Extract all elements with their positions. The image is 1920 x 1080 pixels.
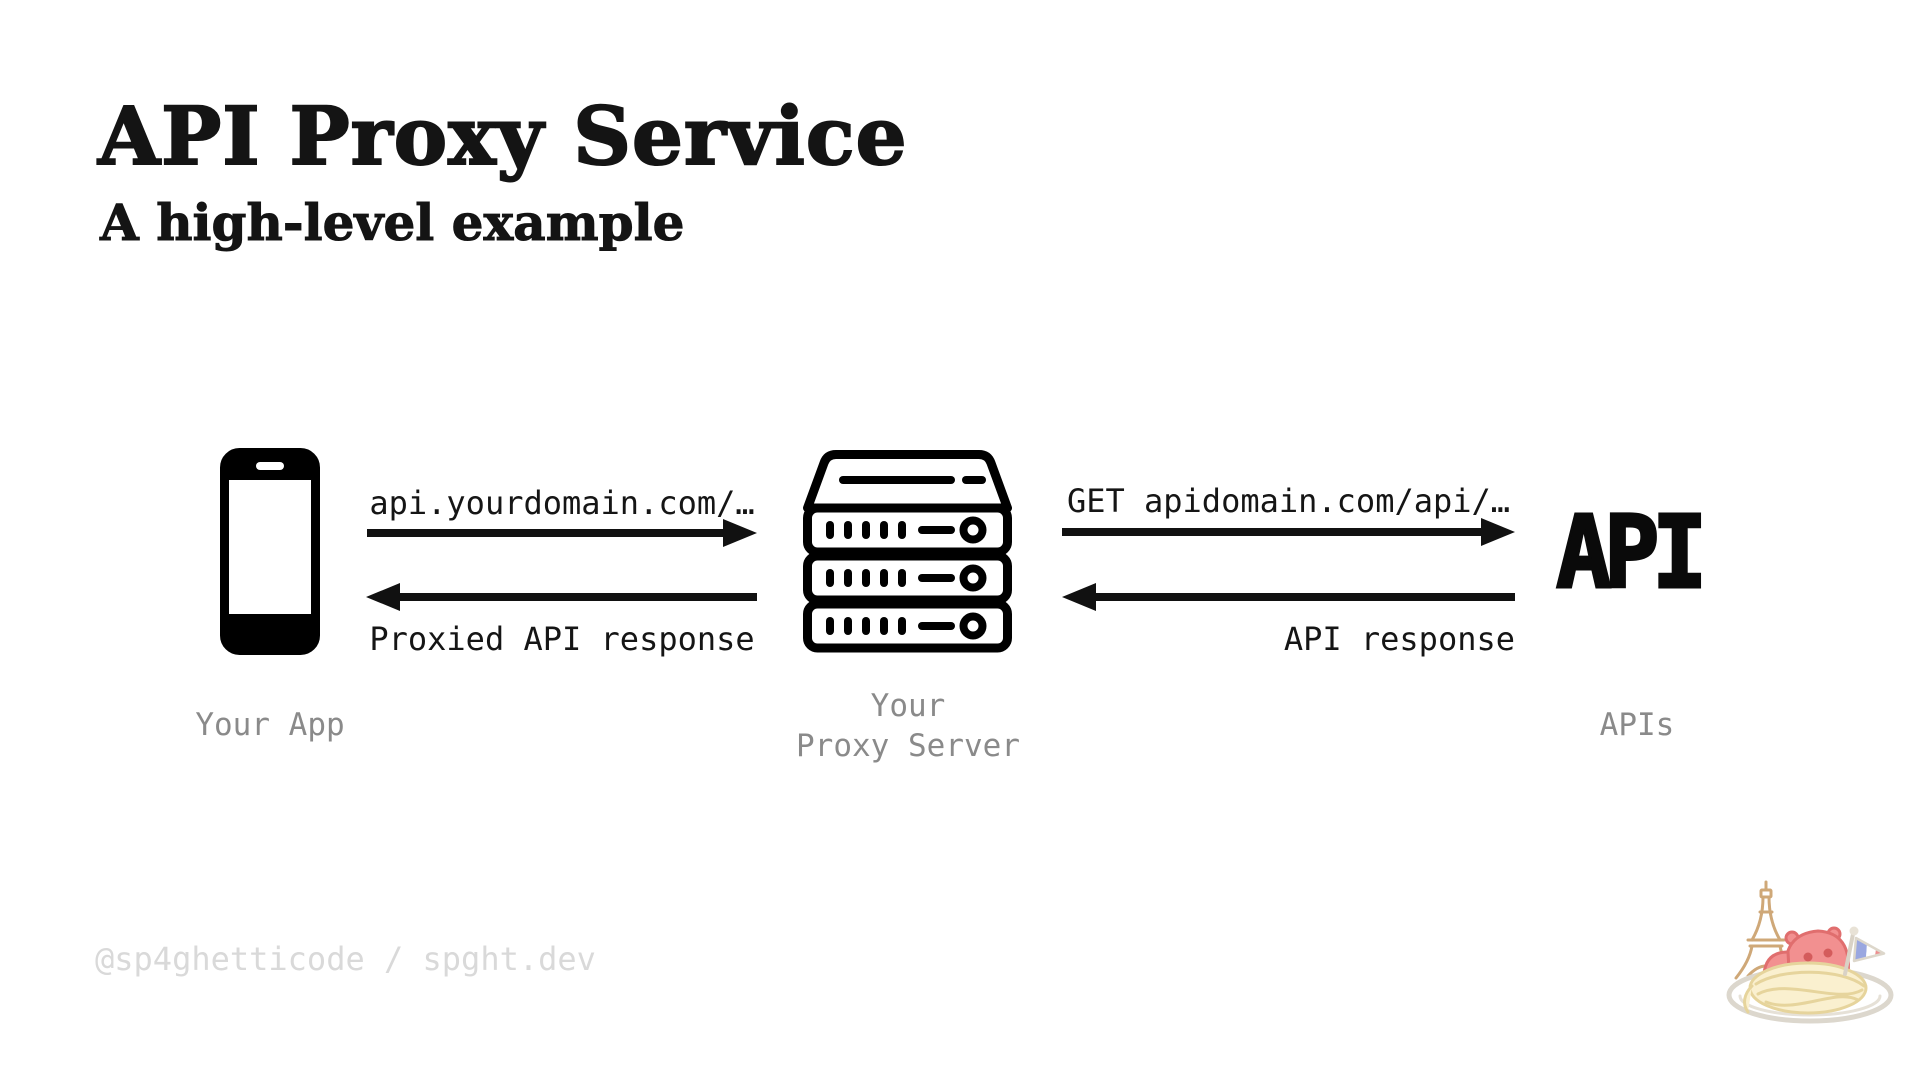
caption-proxy-line1: Your xyxy=(870,688,946,724)
page-subtitle: A high-level example xyxy=(99,193,685,252)
server-rack-icon xyxy=(803,450,1012,653)
spaghetti-plate-logo-icon xyxy=(1726,880,1894,1024)
arrow-shaft xyxy=(1062,528,1487,536)
caption-your-app: Your App xyxy=(195,707,345,743)
response-arrow-api-to-proxy xyxy=(1062,583,1515,611)
flow-label-response-api-to-proxy: API response xyxy=(1283,620,1515,658)
page-title: API Proxy Service xyxy=(97,89,908,183)
smartphone-icon xyxy=(220,448,320,655)
caption-apis: APIs xyxy=(1599,707,1675,743)
arrow-shaft xyxy=(1090,593,1515,601)
caption-proxy-server: Your Proxy Server xyxy=(782,686,1034,766)
arrow-head-icon xyxy=(723,519,757,547)
arrow-head-icon xyxy=(1062,583,1096,611)
flow-label-response-proxy-to-app: Proxied API response xyxy=(369,620,755,658)
footer-handle: @sp4ghetticode / spght.dev xyxy=(95,940,596,978)
caption-proxy-line2: Proxy Server xyxy=(796,728,1020,764)
request-arrow-app-to-proxy xyxy=(367,519,757,547)
request-arrow-proxy-to-api xyxy=(1062,518,1515,546)
api-logo: API xyxy=(1555,494,1709,611)
arrow-shaft xyxy=(367,529,729,537)
arrow-head-icon xyxy=(366,583,400,611)
arrow-shaft xyxy=(394,593,757,601)
flow-label-request-app-to-proxy: api.yourdomain.com/… xyxy=(369,484,755,522)
flow-label-request-proxy-to-api: GET apidomain.com/api/… xyxy=(1066,482,1511,520)
arrow-head-icon xyxy=(1481,518,1515,546)
response-arrow-proxy-to-app xyxy=(366,583,757,611)
